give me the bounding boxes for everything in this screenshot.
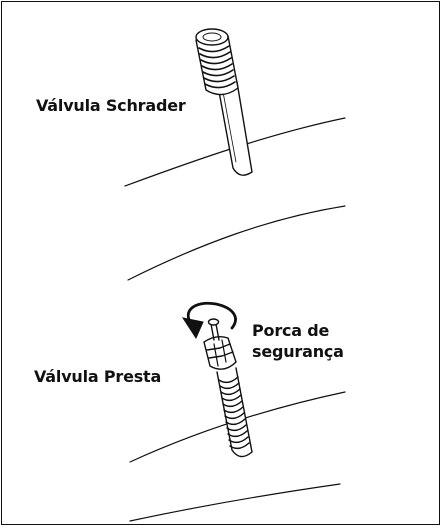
rotation-arrow <box>186 301 237 332</box>
lock-nut-label: Porca de segurança <box>252 320 344 362</box>
schrader-valve <box>195 28 253 176</box>
lock-nut-label-line1: Porca de <box>252 321 330 340</box>
schrader-tube-rim-lower <box>127 205 346 281</box>
presta-valve-label: Válvula Presta <box>34 367 162 386</box>
presta-valve <box>203 318 253 458</box>
schrader-valve-label: Válvula Schrader <box>36 96 186 115</box>
presta-tube-rim-lower <box>129 483 341 522</box>
rotation-arrow-head <box>181 317 204 340</box>
lock-nut-label-line2: segurança <box>252 342 344 361</box>
